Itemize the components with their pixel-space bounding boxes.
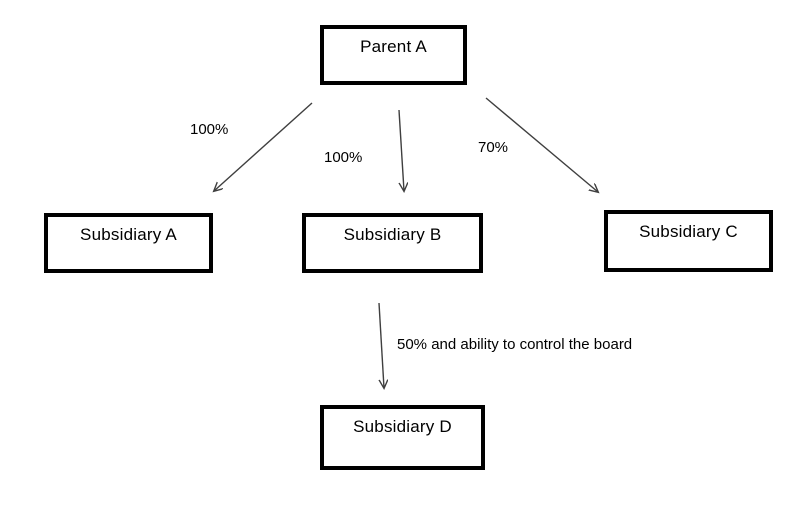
node-subsidiary-a-label: Subsidiary A xyxy=(80,225,177,244)
node-subsidiary-d-label: Subsidiary D xyxy=(353,417,452,436)
arrow-parent-to-subsidiary-b xyxy=(398,109,404,191)
arrow-parent-to-subsidiary-a xyxy=(214,102,313,191)
node-subsidiary-c-label: Subsidiary C xyxy=(639,222,738,241)
edge-label-subsidiary-b-to-subsidiary-d: 50% and ability to control the board xyxy=(397,336,633,353)
node-subsidiary-c: Subsidiary C xyxy=(604,210,773,272)
edge-label-parent-to-subsidiary-b: 100% xyxy=(324,149,363,166)
node-parent-a: Parent A xyxy=(320,25,467,85)
node-subsidiary-a: Subsidiary A xyxy=(44,213,213,273)
node-parent-a-label: Parent A xyxy=(360,37,427,56)
node-subsidiary-b: Subsidiary B xyxy=(302,213,483,273)
edge-label-parent-to-subsidiary-a: 100% xyxy=(190,121,229,138)
arrow-subsidiary-b-to-subsidiary-d xyxy=(378,302,384,388)
node-subsidiary-b-label: Subsidiary B xyxy=(343,225,442,244)
edge-label-parent-to-subsidiary-c: 70% xyxy=(478,139,509,156)
node-subsidiary-d: Subsidiary D xyxy=(320,405,485,470)
